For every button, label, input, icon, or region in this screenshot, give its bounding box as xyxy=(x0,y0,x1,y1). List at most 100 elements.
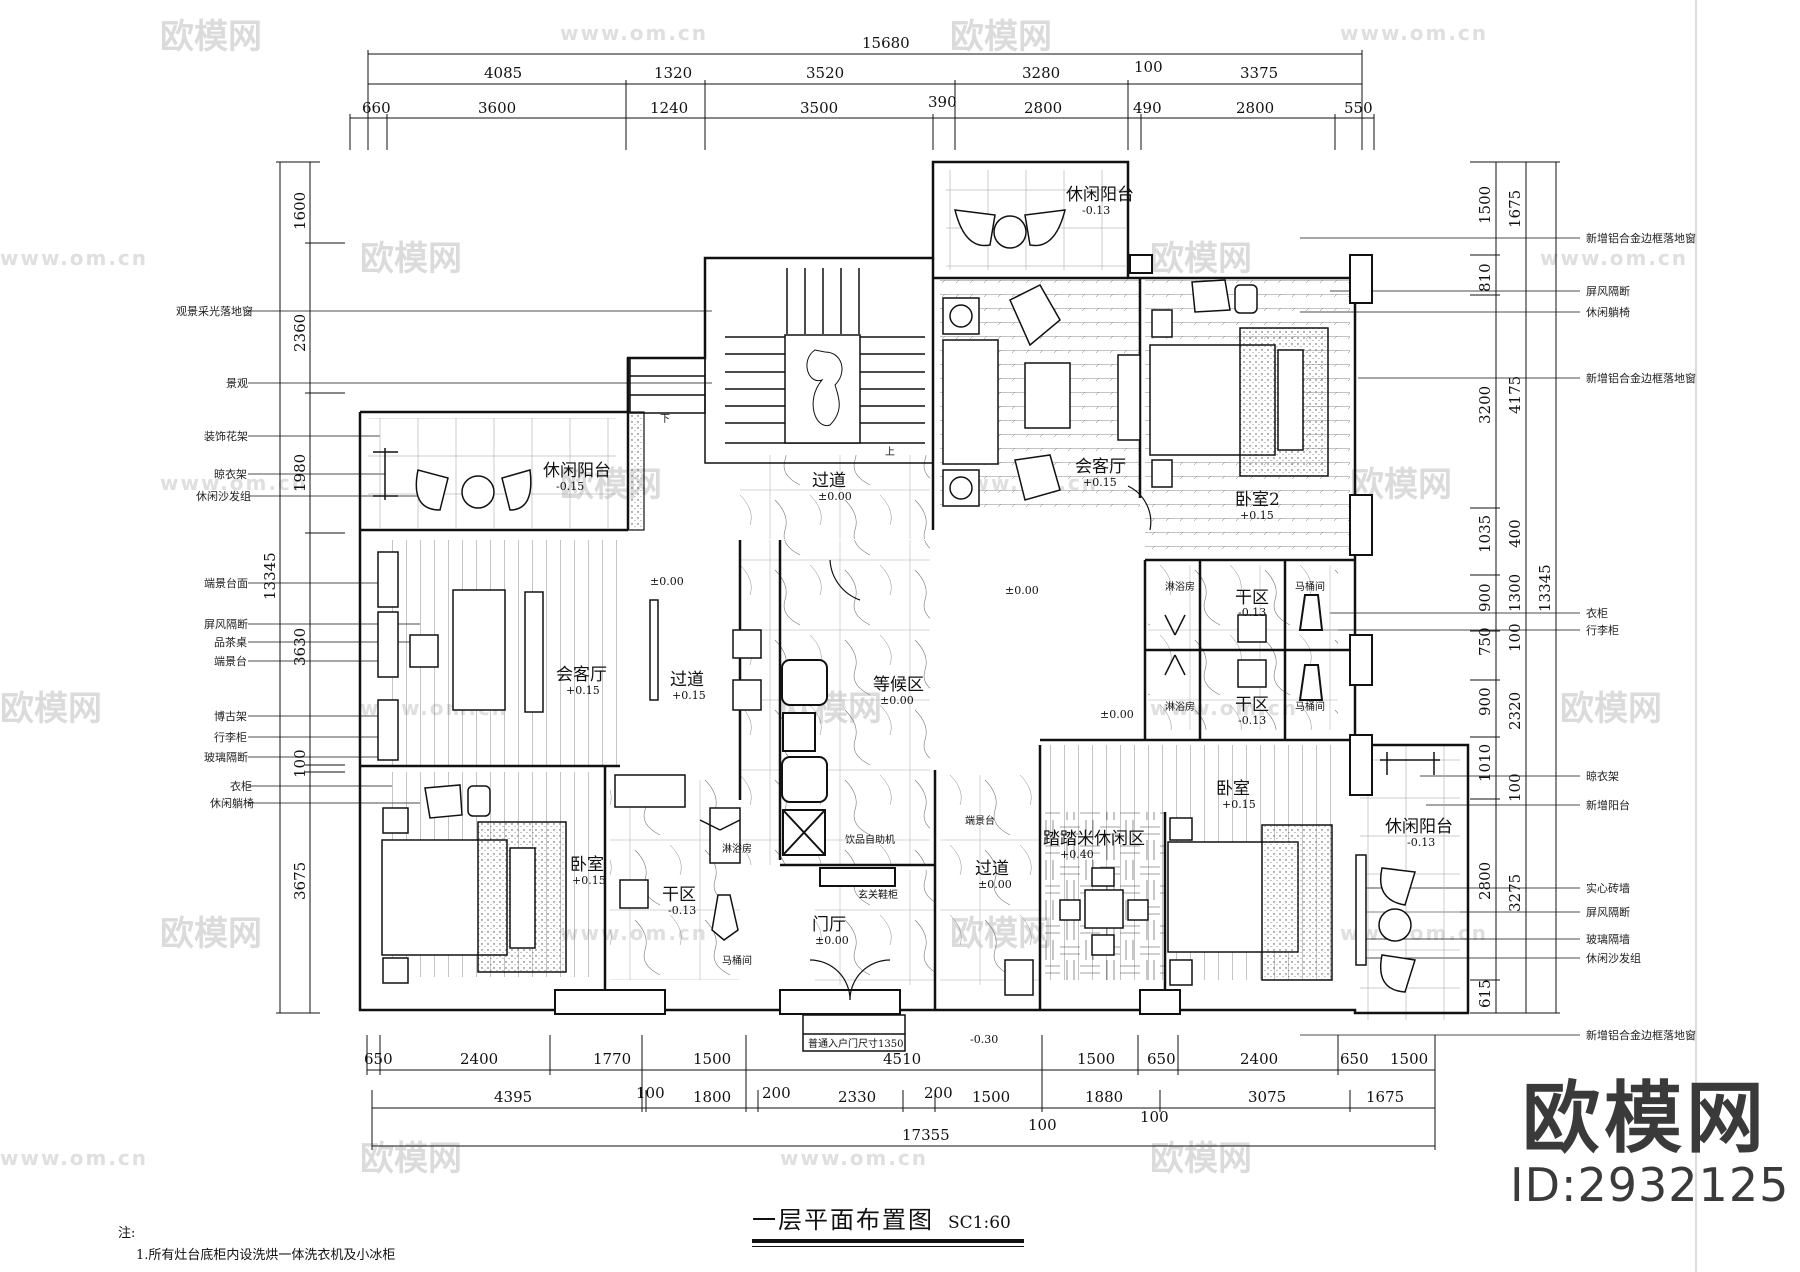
label-shower-upper: 淋浴房 xyxy=(1165,580,1195,593)
label-level-corridor: ±0.00 xyxy=(1100,708,1134,721)
svg-text:玻璃隔断: 玻璃隔断 xyxy=(204,750,248,764)
entry-level: -0.30 xyxy=(970,1033,998,1046)
label-entry-cabinet: 玄关鞋柜 xyxy=(858,888,898,901)
svg-text:干区: 干区 xyxy=(662,885,696,905)
svg-text:过道: 过道 xyxy=(670,670,704,690)
right-balcony-furniture xyxy=(1378,752,1440,993)
svg-text:玻璃隔墙: 玻璃隔墙 xyxy=(1586,932,1630,946)
svg-text:4395: 4395 xyxy=(494,1088,532,1106)
svg-text:100: 100 xyxy=(1028,1116,1057,1134)
left-bedroom-furniture xyxy=(381,784,567,984)
svg-text:1035: 1035 xyxy=(1476,515,1494,553)
room-left-bedroom: 卧室+0.15 xyxy=(570,855,606,887)
svg-text:3075: 3075 xyxy=(1248,1088,1286,1106)
svg-text:衣柜: 衣柜 xyxy=(1586,606,1608,620)
svg-text:休闲沙发组: 休闲沙发组 xyxy=(196,489,251,503)
svg-text:屏风隔断: 屏风隔断 xyxy=(204,617,248,631)
svg-text:650: 650 xyxy=(1147,1050,1176,1068)
tatami-furniture xyxy=(1004,867,1149,996)
svg-text:3200: 3200 xyxy=(1476,386,1494,424)
svg-text:端景台面: 端景台面 xyxy=(204,576,248,590)
left-corridor-fixtures xyxy=(614,599,762,808)
svg-text:200: 200 xyxy=(762,1084,791,1102)
watermark-url: www.om.cn xyxy=(0,1146,148,1170)
svg-text:650: 650 xyxy=(364,1050,393,1068)
svg-text:1500: 1500 xyxy=(1476,186,1494,224)
svg-text:1770: 1770 xyxy=(593,1050,631,1068)
svg-text:休闲阳台: 休闲阳台 xyxy=(543,461,611,481)
stair-up-label: 上 xyxy=(885,446,895,458)
svg-text:新增铝合金边框落地窗: 新增铝合金边框落地窗 xyxy=(1586,371,1696,385)
bedroom2-furniture xyxy=(1149,279,1329,488)
watermark-logo: 欧模网 xyxy=(1560,689,1662,729)
left-balcony-furniture xyxy=(373,448,532,511)
svg-text:3600: 3600 xyxy=(478,99,516,117)
svg-text:100: 100 xyxy=(1140,1108,1169,1126)
right-bath-fixtures xyxy=(1164,594,1324,701)
watermark-logo: 欧模网 xyxy=(1150,239,1252,279)
room-top-balcony: 休闲阳台-0.13 xyxy=(1066,185,1134,217)
label-shower-lower: 淋浴房 xyxy=(1165,700,1195,713)
svg-text:3520: 3520 xyxy=(806,64,844,82)
room-waiting-area: 等候区±0.00 xyxy=(873,675,924,707)
watermark-logo: 欧模网 xyxy=(950,17,1052,57)
svg-text:1240: 1240 xyxy=(650,99,688,117)
center-corridor-floor xyxy=(940,775,1040,985)
svg-text:1300: 1300 xyxy=(1506,574,1524,612)
label-toilet-lower: 马桶间 xyxy=(1295,700,1325,713)
svg-text:新增阳台: 新增阳台 xyxy=(1586,798,1630,812)
floor-plan-body: 下 上 xyxy=(358,160,1470,1052)
label-toilet-left: 马桶间 xyxy=(722,954,752,967)
left-balcony-floor xyxy=(368,418,616,528)
left-dimensions xyxy=(276,161,345,1014)
room-right-balcony: 休闲阳台-0.13 xyxy=(1385,817,1453,849)
svg-text:实心砖墙: 实心砖墙 xyxy=(1586,881,1630,895)
svg-text:新增铝合金边框落地窗: 新增铝合金边框落地窗 xyxy=(1586,231,1696,245)
watermark-logo: 欧模网 xyxy=(1150,1139,1252,1179)
svg-text:660: 660 xyxy=(362,99,391,117)
svg-text:-0.13: -0.13 xyxy=(1082,204,1110,217)
svg-text:615: 615 xyxy=(1476,979,1494,1008)
watermark-url: www.om.cn xyxy=(780,1146,928,1170)
svg-text:-0.13: -0.13 xyxy=(1238,606,1266,619)
svg-text:2800: 2800 xyxy=(1476,862,1494,900)
svg-text:13345: 13345 xyxy=(1536,564,1554,612)
svg-text:2800: 2800 xyxy=(1236,99,1274,117)
svg-text:屏风隔断: 屏风隔断 xyxy=(1586,284,1630,298)
svg-text:390: 390 xyxy=(928,93,957,111)
room-stair-corridor: 过道±0.00 xyxy=(812,471,852,503)
room-center-corridor: 过道±0.00 xyxy=(975,859,1012,891)
room-bedroom-2: 卧室2+0.15 xyxy=(1235,490,1280,522)
svg-text:±0.00: ±0.00 xyxy=(880,694,914,707)
title-underline-thick xyxy=(752,1239,1024,1243)
room-dry-zone-lower: 干区-0.13 xyxy=(1235,695,1269,727)
stair-down-label: 下 xyxy=(660,414,670,425)
room-labels: 休闲阳台-0.13 休闲阳台-0.15 过道±0.00 会客厅+0.15 卧室2… xyxy=(543,185,1453,967)
drawing-notes: 注: 1.所有灶台底柜内设洗烘一体洗衣机及小冰柜 xyxy=(118,1222,395,1266)
svg-text:+0.15: +0.15 xyxy=(1083,476,1117,489)
svg-text:±0.00: ±0.00 xyxy=(978,878,1012,891)
svg-text:-0.13: -0.13 xyxy=(1238,714,1266,727)
label-level-left-hall: ±0.00 xyxy=(650,575,684,588)
svg-text:休闲沙发组: 休闲沙发组 xyxy=(1586,951,1641,965)
top-balcony-furniture xyxy=(954,209,1066,249)
svg-text:1320: 1320 xyxy=(654,64,692,82)
svg-text:3280: 3280 xyxy=(1022,64,1060,82)
watermark-logo: 欧模网 xyxy=(160,914,262,954)
svg-text:干区: 干区 xyxy=(1235,588,1269,608)
watermark-logo: 欧模网 xyxy=(360,239,462,279)
svg-text:2320: 2320 xyxy=(1506,692,1524,730)
svg-text:会客厅: 会客厅 xyxy=(556,665,607,685)
svg-text:2330: 2330 xyxy=(838,1088,876,1106)
svg-text:2400: 2400 xyxy=(1240,1050,1278,1068)
svg-text:衣柜: 衣柜 xyxy=(230,779,252,793)
entry-doors xyxy=(809,485,1152,1001)
svg-text:100: 100 xyxy=(636,1084,665,1102)
svg-text:装饰花架: 装饰花架 xyxy=(204,429,248,443)
svg-text:1500: 1500 xyxy=(1390,1050,1428,1068)
bottom-dimension-labels: 650 2400 1770 1500 4510 1500 650 2400 65… xyxy=(364,1050,1428,1144)
watermark-logo: 欧模网 xyxy=(360,1139,462,1179)
svg-text:卧室2: 卧室2 xyxy=(1235,490,1280,510)
staircase xyxy=(629,257,934,464)
